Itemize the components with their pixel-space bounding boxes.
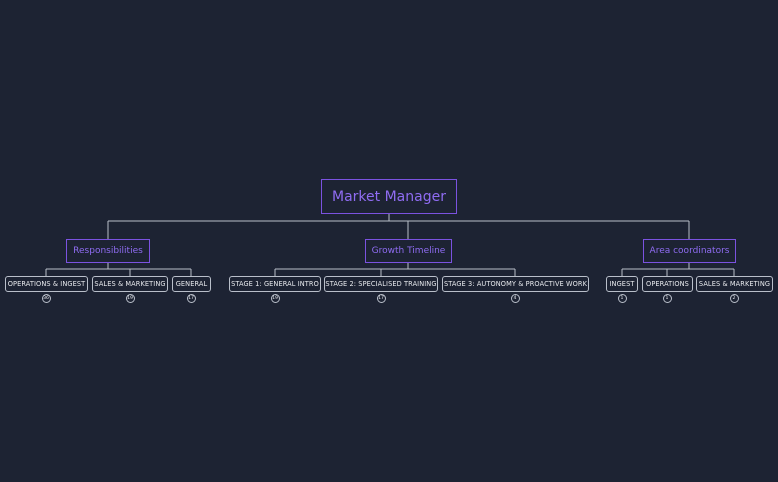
leaf-node-sales-marketing[interactable]: SALES & MARKETING xyxy=(92,276,168,292)
group-node-area-coordinators[interactable]: Area coordinators xyxy=(643,239,736,263)
connector-group-2 xyxy=(274,263,516,276)
group-node-growth-timeline[interactable]: Growth Timeline xyxy=(365,239,452,263)
leaf-node-sales-marketing-coordinator[interactable]: SALES & MARKETING xyxy=(696,276,773,292)
connector-group-3 xyxy=(621,263,735,276)
leaf-node-stage-3[interactable]: STAGE 3: AUTONOMY & PROACTIVE WORK xyxy=(442,276,589,292)
leaf-node-stage-2[interactable]: STAGE 2: SPECIALISED TRAINING xyxy=(324,276,438,292)
connector-group-1 xyxy=(45,263,192,276)
count-badge[interactable]: 2 xyxy=(729,293,739,303)
count-badge[interactable]: 1 xyxy=(617,293,627,303)
leaf-node-general[interactable]: GENERAL xyxy=(172,276,211,292)
count-badge[interactable]: 36 xyxy=(41,293,51,303)
leaf-node-stage-1[interactable]: STAGE 1: GENERAL INTRO xyxy=(229,276,321,292)
group-node-responsibilities[interactable]: Responsibilities xyxy=(66,239,150,263)
leaf-node-ingest[interactable]: INGEST xyxy=(606,276,638,292)
count-badge[interactable]: 1 xyxy=(662,293,672,303)
count-badge[interactable]: 19 xyxy=(270,293,280,303)
root-node[interactable]: Market Manager xyxy=(321,179,457,214)
connector-root xyxy=(107,214,690,240)
leaf-node-operations[interactable]: OPERATIONS xyxy=(642,276,693,292)
count-badge[interactable]: 17 xyxy=(186,293,196,303)
count-badge[interactable]: 19 xyxy=(125,293,135,303)
leaf-node-operations-ingest[interactable]: OPERATIONS & INGEST xyxy=(5,276,88,292)
count-badge[interactable]: 4 xyxy=(510,293,520,303)
count-badge[interactable]: 17 xyxy=(376,293,386,303)
